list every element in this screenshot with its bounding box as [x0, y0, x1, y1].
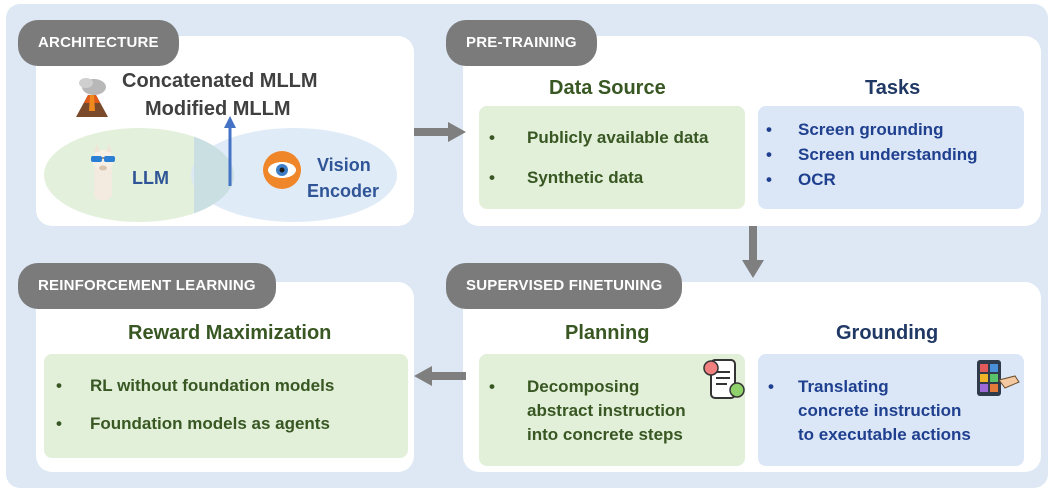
arrow-arch-to-pretrain	[414, 122, 466, 142]
planning-line-3: into concrete steps	[527, 425, 683, 444]
llm-label: LLM	[132, 168, 169, 188]
modified-mllm-label: Modified MLLM	[145, 98, 291, 120]
up-arrow	[222, 116, 238, 186]
reward-maximization-heading: Reward Maximization	[128, 322, 332, 344]
list-item: Screen grounding	[766, 120, 977, 140]
concatenated-mllm-label: Concatenated MLLM	[122, 70, 318, 92]
grounding-line-2: concrete instruction	[798, 401, 962, 420]
data-source-list: Publicly available data Synthetic data	[489, 128, 708, 188]
grounding-line-1: Translating	[798, 377, 889, 396]
planning-box	[479, 354, 745, 466]
grounding-heading: Grounding	[836, 322, 939, 344]
eye-icon	[262, 150, 302, 195]
data-source-box	[479, 106, 745, 209]
list-item: OCR	[766, 170, 977, 190]
grounding-item: • Translating concrete instruction to ex…	[768, 375, 971, 447]
planning-item: • Decomposing abstract instruction into …	[489, 375, 686, 447]
rl-list: RL without foundation models Foundation …	[56, 376, 334, 434]
list-item: RL without foundation models	[56, 376, 334, 396]
list-item: Foundation models as agents	[56, 414, 334, 434]
sft-tag: SUPERVISED FINETUNING	[446, 263, 683, 309]
vision-label-line1: Vision	[317, 155, 371, 175]
arrow-sft-to-rl	[414, 366, 466, 386]
rl-tag: REINFORCEMENT LEARNING	[18, 263, 276, 309]
volcano-icon	[74, 77, 110, 122]
list-item: Screen understanding	[766, 145, 977, 165]
vision-label-line2: Encoder	[307, 181, 380, 201]
rl-box	[44, 354, 408, 458]
planning-heading: Planning	[565, 322, 650, 344]
planning-line-1: Decomposing	[527, 377, 640, 396]
phone-chat-icon	[703, 358, 745, 405]
list-item: Synthetic data	[489, 168, 708, 188]
arrow-pretrain-to-sft	[742, 226, 764, 278]
architecture-tag: ARCHITECTURE	[18, 20, 179, 66]
tasks-heading: Tasks	[865, 77, 921, 99]
tasks-list: Screen grounding Screen understanding OC…	[766, 120, 977, 190]
grounding-line-3: to executable actions	[798, 425, 971, 444]
tablet-tap-icon	[975, 358, 1021, 403]
data-source-heading: Data Source	[549, 77, 666, 99]
venn-overlap	[194, 122, 286, 222]
list-item: Publicly available data	[489, 128, 708, 148]
llama-icon	[86, 144, 120, 207]
pretraining-tag: PRE-TRAINING	[446, 20, 597, 66]
planning-line-2: abstract instruction	[527, 401, 686, 420]
